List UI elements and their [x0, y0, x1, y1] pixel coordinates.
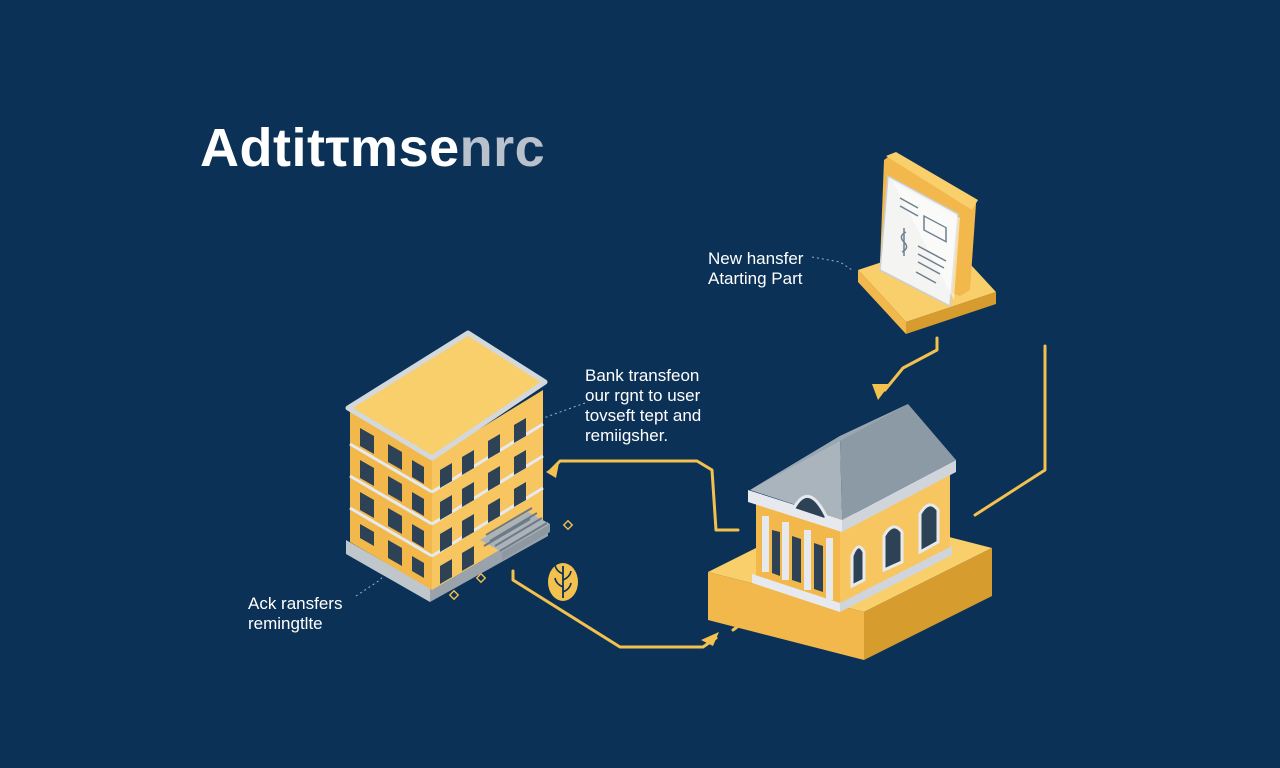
- decor-diamonds: [448, 519, 574, 601]
- bank-windows: [850, 503, 940, 589]
- diamond-1: [562, 519, 574, 531]
- label-bank-transfer-line-4: remiigsher.: [585, 426, 669, 445]
- arrowhead-right: [701, 632, 719, 646]
- arrow-right-return: [973, 344, 1047, 517]
- label-ack-transfers-line-1: Ack ransfers: [248, 594, 343, 613]
- diamond-3: [448, 589, 460, 601]
- plant-coin-icon: [548, 563, 578, 601]
- label-new-transfer-line-2: Atarting Part: [708, 269, 803, 288]
- label-new-transfer-line-1: New hansfer: [708, 249, 804, 268]
- document-on-stand-icon: [858, 152, 996, 334]
- office-windows-left: [360, 428, 424, 578]
- title-main-text: Adtitτmse: [200, 118, 460, 178]
- bank-building-icon: [708, 404, 992, 660]
- title-tail-text: nrc: [459, 118, 546, 178]
- office-building-icon: [345, 330, 550, 602]
- arrowhead-left: [546, 463, 559, 478]
- leader-new-transfer: [811, 256, 853, 271]
- arrow-document-to-bank: [883, 336, 939, 392]
- label-bank-transfer-line-2: our rgnt to user: [585, 386, 701, 405]
- page-title: Adtitτmsenrc: [200, 116, 545, 180]
- label-new-transfer: New hansfer Atarting Part: [708, 249, 803, 289]
- label-bank-transfer: Bank transfeon our rgnt to user tovseft …: [585, 366, 701, 446]
- label-ack-transfers-line-2: remingtlte: [248, 614, 323, 633]
- label-bank-transfer-line-3: tovseft tept and: [585, 406, 702, 425]
- arrow-bank-to-office: [549, 459, 740, 532]
- office-windows-right: [440, 418, 526, 584]
- arrow-heads: [546, 384, 890, 646]
- diamond-2: [475, 572, 487, 584]
- label-ack-transfers: Ack ransfers remingtlte: [248, 594, 342, 634]
- arrow-office-to-bank: [511, 569, 718, 649]
- arrowhead-down: [872, 384, 890, 400]
- office-stairs: [480, 507, 550, 560]
- label-bank-transfer-line-1: Bank transfeon: [585, 366, 700, 385]
